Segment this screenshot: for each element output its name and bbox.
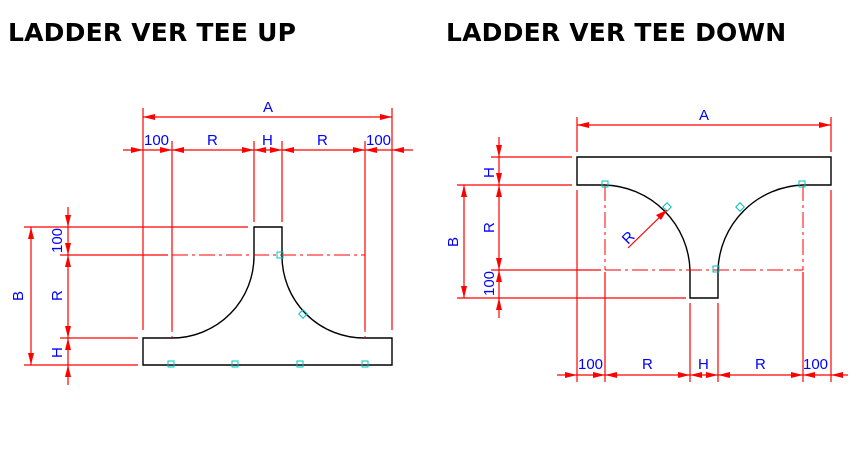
tee-up-diagram: A 100 R H R 100 B (10, 99, 413, 385)
tee-up-label-b: B (10, 291, 27, 301)
tee-up-outline (142, 226, 393, 366)
title-tee-up: LADDER VER TEE UP (8, 18, 297, 47)
tee-down-label-h-side: H (481, 167, 498, 178)
tee-down-label-r-left: R (642, 356, 653, 373)
tee-up-label-100-right: 100 (366, 132, 391, 149)
tee-down-label-100-left: 100 (578, 356, 603, 373)
tee-up-label-100-left: 100 (144, 132, 169, 149)
tee-down-label-100-side: 100 (481, 271, 498, 296)
tee-down-outline (576, 156, 832, 299)
title-tee-down: LADDER VER TEE DOWN (446, 18, 787, 47)
tee-up-label-a: A (263, 99, 273, 116)
tee-up-label-100-side: 100 (49, 228, 66, 253)
tee-down-label-h-bottom: H (698, 356, 709, 373)
tee-up-label-h-side: H (49, 347, 66, 358)
tee-down-label-r-radius: R (619, 228, 639, 248)
tee-down-diagram: R A 100 R H R 100 (445, 107, 848, 382)
tee-up-grips (167, 251, 369, 368)
tee-down-label-b: B (445, 237, 462, 247)
tee-down-grips (601, 180, 806, 273)
tee-up-label-h-top: H (262, 132, 273, 149)
tee-up-label-r-side: R (49, 290, 66, 301)
tee-down-label-a: A (699, 107, 709, 124)
tee-up-label-r-left: R (207, 132, 218, 149)
tee-down-label-r-side: R (481, 222, 498, 233)
tee-down-label-100-right: 100 (803, 356, 828, 373)
tee-up-label-r-right: R (317, 132, 328, 149)
tee-down-label-r-right: R (755, 356, 766, 373)
